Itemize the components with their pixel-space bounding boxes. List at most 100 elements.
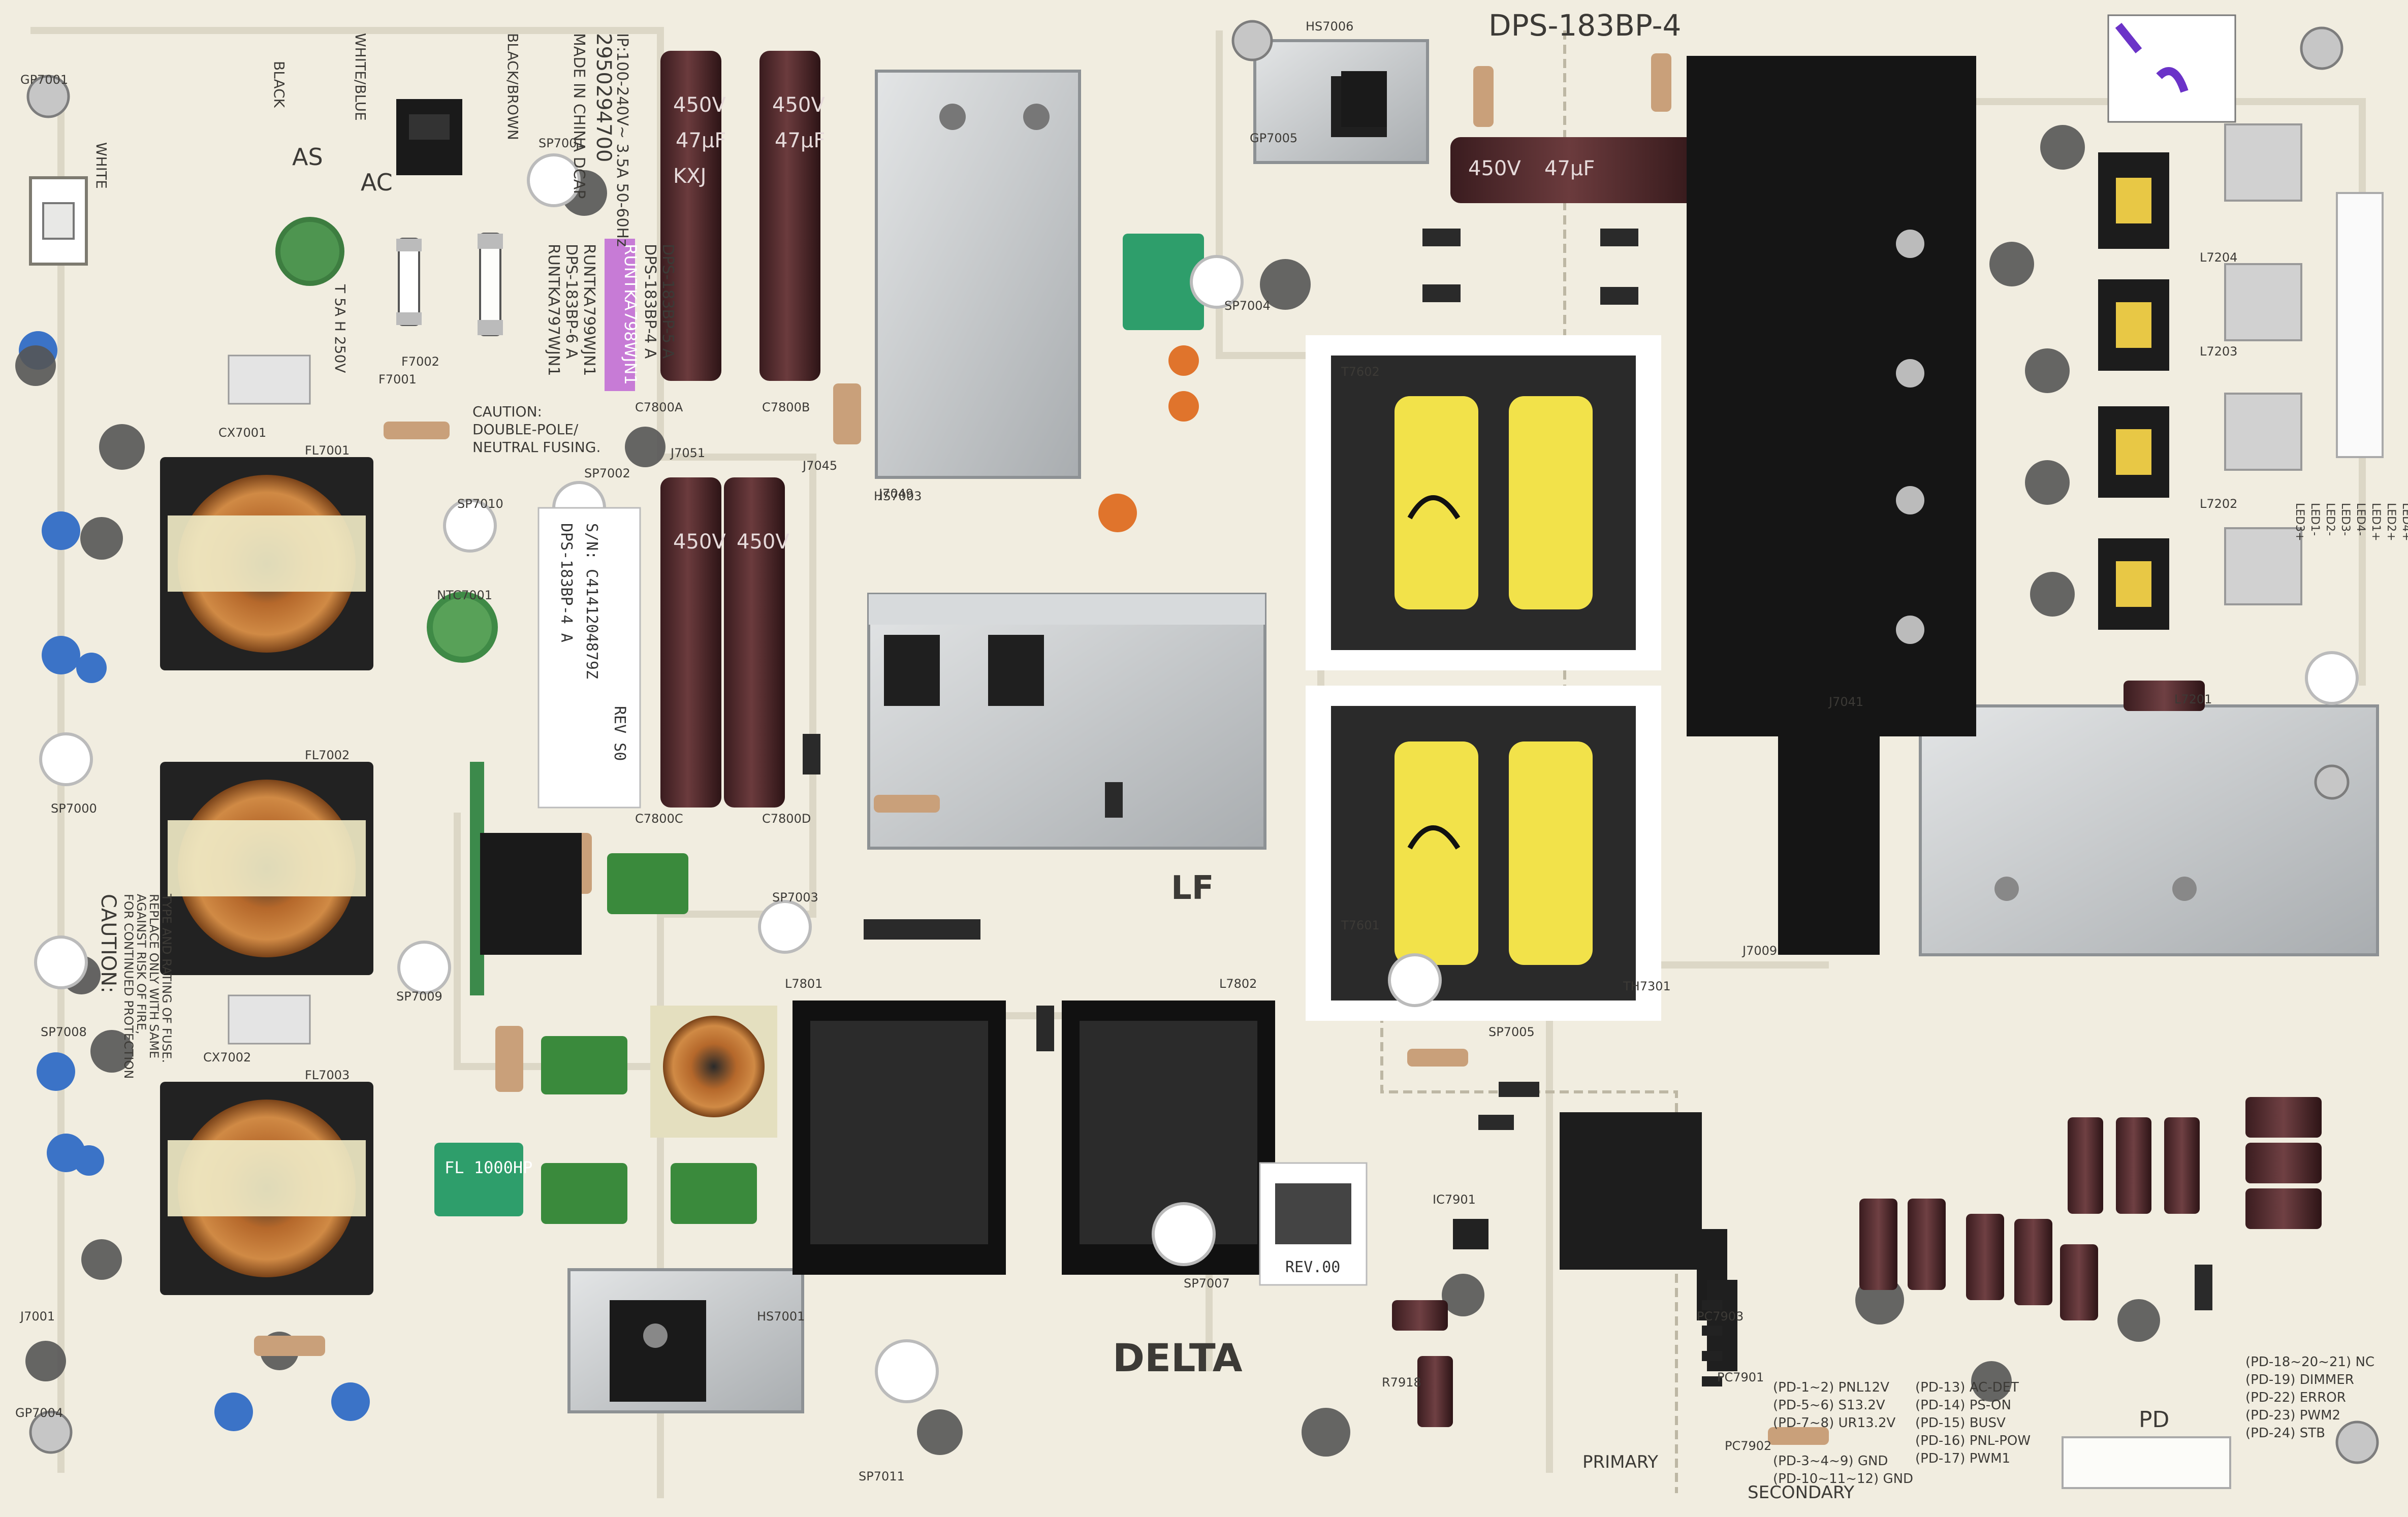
film-capacitor-c7603: [1123, 234, 1204, 330]
variant-3: RUNTKA797WJN1: [545, 244, 562, 376]
ref-designator: SP7010: [457, 497, 503, 511]
x-capacitor-cx7002: [228, 994, 311, 1045]
led-output-connector: [2336, 192, 2384, 458]
pin-legend-left-1: (PD-1~2) PNL12V: [1773, 1380, 1889, 1395]
pin-legend-right-4: (PD-23) PWM2: [2245, 1408, 2340, 1423]
heatsink-hs7003: [875, 70, 1081, 479]
ic7905: [1453, 1219, 1488, 1249]
board-marking: LF: [1171, 869, 1214, 907]
secondary-heatsink-bracket: [1687, 56, 1976, 955]
pin-legend-right-2: (PD-19) DIMMER: [2245, 1372, 2354, 1387]
pin-legend-left-4: (PD-3~4~9) GND: [1773, 1454, 1888, 1469]
variant-5: RUNTKA799WJN1: [580, 244, 598, 376]
ref-designator: GP7005: [1250, 131, 1297, 145]
varistor-z7001: [275, 217, 344, 286]
common-mode-choke-fl7003: [160, 1082, 373, 1295]
ref-designator: F7002: [401, 354, 439, 369]
caution-top-line-2: DOUBLE-POLE/: [472, 421, 579, 438]
serial-sticker-sn: S/N: C4141204879Z: [583, 523, 600, 679]
ref-designator: T7602: [1341, 365, 1380, 379]
highlight-sticker: RUNTKA798WJN1: [605, 239, 640, 391]
pin-legend-mid-1: (PD-13) AC-DET: [1915, 1380, 2019, 1395]
cap-voltage: 450V: [673, 93, 726, 117]
input-rating: IP:100-240V~ 3.5A 50-60Hz: [613, 33, 631, 247]
board-model: DPS-183BP-4: [1488, 8, 1681, 43]
ref-designator: SP7004: [1224, 299, 1271, 313]
ref-designator: GP7004: [15, 1406, 63, 1420]
mounting-screw-terminals: [26, 20, 2379, 1464]
ref-designator: R7918: [1382, 1375, 1421, 1390]
ref-designator: HS7001: [757, 1309, 805, 1324]
ref-designator: J7049: [878, 487, 913, 501]
x-capacitor-cx7001: [228, 354, 311, 405]
secondary-transformer-cores: [2116, 178, 2151, 607]
ref-designator: CX7002: [203, 1050, 251, 1064]
controller-ic-module: [1560, 1112, 1727, 1320]
ref-designator: J7041: [1828, 695, 1863, 709]
ref-designator: SP7001: [538, 136, 585, 150]
serial-sticker-model: DPS-183BP-4 A: [557, 523, 575, 642]
led-filter-inductors: [2224, 123, 2302, 605]
film-capacitor-c7003: FL 1000HP: [434, 1143, 532, 1216]
cap-voltage: 450V: [772, 93, 825, 117]
mosfet-q7200: [1341, 71, 1387, 127]
fuse-f7002: [478, 233, 503, 336]
ref-designator: SP7007: [1184, 1276, 1230, 1290]
ref-designator: SP7003: [772, 890, 818, 905]
highlight-sticker-text: RUNTKA798WJN1: [621, 244, 640, 385]
header-label: PD: [2139, 1407, 2169, 1433]
pin-legend-left-2: (PD-5~6) S13.2V: [1773, 1398, 1885, 1413]
ref-designator: FL7002: [305, 748, 350, 762]
cap-capacitance: 47µF: [775, 129, 825, 152]
connector-label-ac: AC: [361, 169, 393, 196]
ref-designator: IC7901: [1433, 1192, 1476, 1207]
wire-label-black-brown: BLACK/BROWN: [504, 33, 521, 140]
cap-voltage: 450V: [673, 530, 726, 554]
variant-1: DPS-183BP-4 A: [641, 244, 659, 359]
ref-designator: SP7005: [1488, 1025, 1535, 1039]
output-header-pd: [2062, 1436, 2231, 1489]
ref-designator: SP7000: [51, 801, 97, 816]
ref-designator: FL7003: [305, 1068, 350, 1082]
ref-designator: HS7006: [1306, 19, 1353, 34]
ref-designator: FL7001: [305, 443, 350, 458]
pin-legend-left-5: (PD-10~11~12) GND: [1773, 1471, 1913, 1487]
pin-legend-mid-2: (PD-14) PS-ON: [1915, 1398, 2011, 1413]
diodes: [803, 229, 2212, 1310]
pin-legend-mid-4: (PD-16) PNL-POW: [1915, 1433, 2031, 1448]
led-label-5: LED1+: [2369, 503, 2382, 541]
secondary-electrolytic-capacitors: [1392, 681, 2322, 1427]
orange-capacitors: [1098, 345, 1199, 532]
ref-designator: C7800D: [762, 812, 811, 826]
caution-side-line-1: CAUTION:: [97, 894, 120, 993]
ref-designator: HS7003: [874, 489, 922, 503]
fuse-rating: T 5A H 250V: [332, 284, 348, 373]
primary-label: PRIMARY: [1582, 1452, 1658, 1472]
caution-side-line-3: AGAINST RISK OF FIRE,: [134, 894, 148, 1035]
caution-side-line-5: TYPE AND RATING OF FUSE.: [160, 893, 174, 1063]
cap-voltage: 450V: [737, 530, 789, 554]
pfc-inductor-l7801: [793, 1000, 1006, 1275]
ref-designator: GP7001: [20, 73, 68, 87]
ref-designator: PC7903: [1697, 1309, 1744, 1324]
fan-out-resistor-array: [1702, 1300, 1722, 1386]
cap-capacitance: 47µF: [676, 129, 726, 152]
ref-designator: F7001: [378, 372, 417, 386]
ref-designator: SP7011: [859, 1469, 905, 1483]
thermistor-ntc7001: [427, 592, 498, 663]
wire-label-white-blue: WHITE/BLUE: [352, 33, 369, 121]
ref-designator: L7203: [2200, 344, 2237, 359]
serial-sticker-rev: REV S0: [611, 706, 628, 761]
common-mode-choke-fl7002: [160, 762, 373, 975]
variant-2: DPS-183BP-5 A: [659, 244, 677, 359]
test-points: [34, 153, 2359, 1403]
pin-legend-mid-3: (PD-15) BUSV: [1915, 1415, 2006, 1431]
film-cap-label: FL 1000HP: [445, 1158, 532, 1177]
ref-designator: PC7901: [1717, 1370, 1764, 1384]
film-capacitors: [541, 853, 757, 1224]
ref-designator: T7601: [1341, 918, 1380, 932]
heatsink-hs7001: [867, 593, 1266, 850]
ref-designator: L7202: [2200, 497, 2237, 511]
ref-designator: PC7902: [1725, 1439, 1771, 1453]
